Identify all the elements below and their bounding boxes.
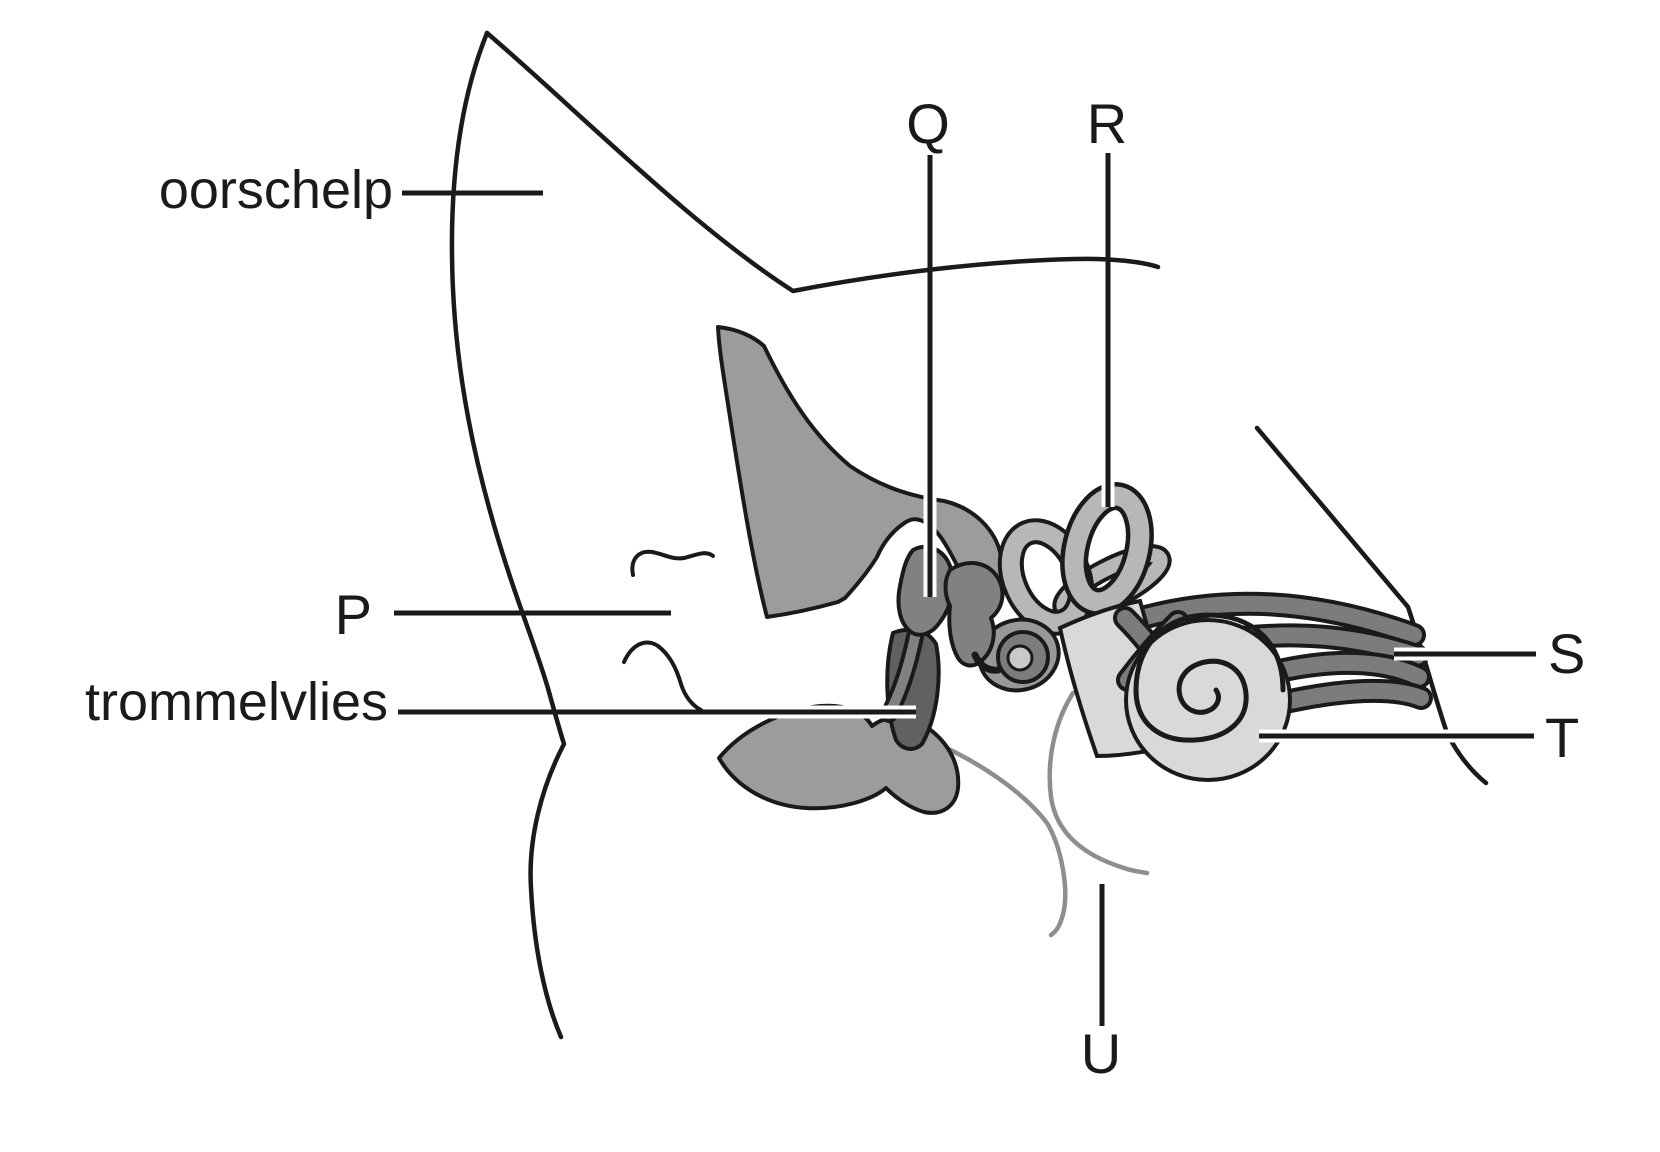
label-u: U	[1081, 1022, 1121, 1085]
incus-stapes-connector	[971, 651, 1002, 674]
label-q: Q	[906, 92, 950, 155]
eustachian-tube-right-wall	[1047, 690, 1150, 876]
label-s: S	[1548, 622, 1585, 685]
cochlea-spiral	[1133, 612, 1286, 743]
ear-canal-squiggle-upper	[630, 549, 715, 577]
label-trommelvlies: trommelvlies	[85, 672, 388, 732]
eustachian-tube-left-wall	[932, 740, 1068, 938]
label-t: T	[1545, 706, 1579, 769]
anterior-canal	[1060, 482, 1154, 616]
ear-canal-squiggle-lower	[622, 640, 703, 712]
auditory-nerve-band-1	[1130, 591, 1426, 647]
label-p: P	[335, 583, 372, 646]
label-oorschelp: oorschelp	[159, 160, 393, 220]
ear-outline-left-helix	[449, 30, 567, 1040]
ear-outline-top-helix	[484, 30, 1161, 294]
temporal-bone-upper	[716, 325, 1004, 623]
label-r: R	[1087, 92, 1127, 155]
cochlea-shape	[1124, 618, 1292, 782]
stapes-ring-hole	[1006, 644, 1034, 672]
